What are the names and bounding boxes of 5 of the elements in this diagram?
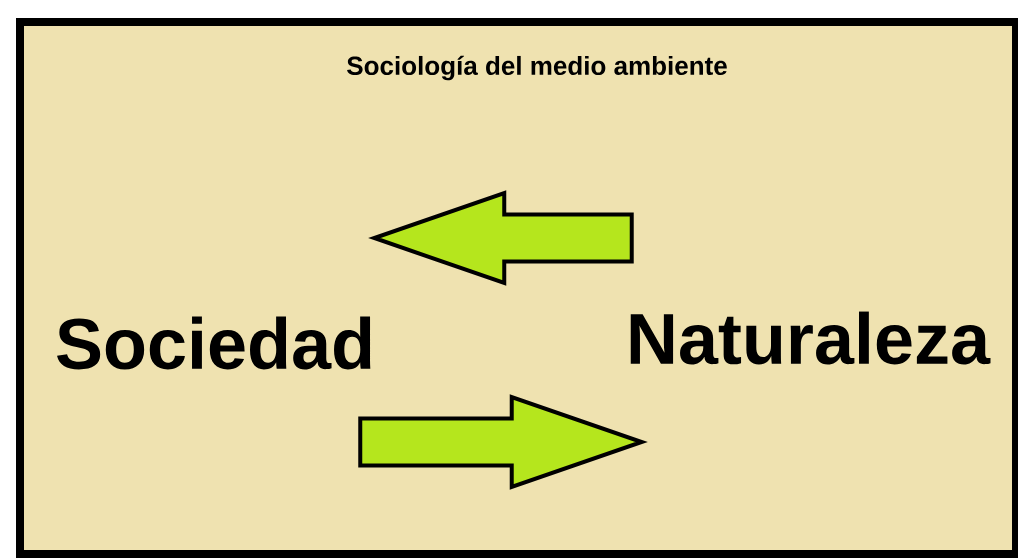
title: Sociología del medio ambiente (347, 55, 727, 81)
block-arrow (368, 190, 634, 286)
node-label: Naturaleza (630, 311, 991, 365)
block-arrow (358, 394, 648, 490)
node-label: Sociedad (57, 316, 371, 370)
